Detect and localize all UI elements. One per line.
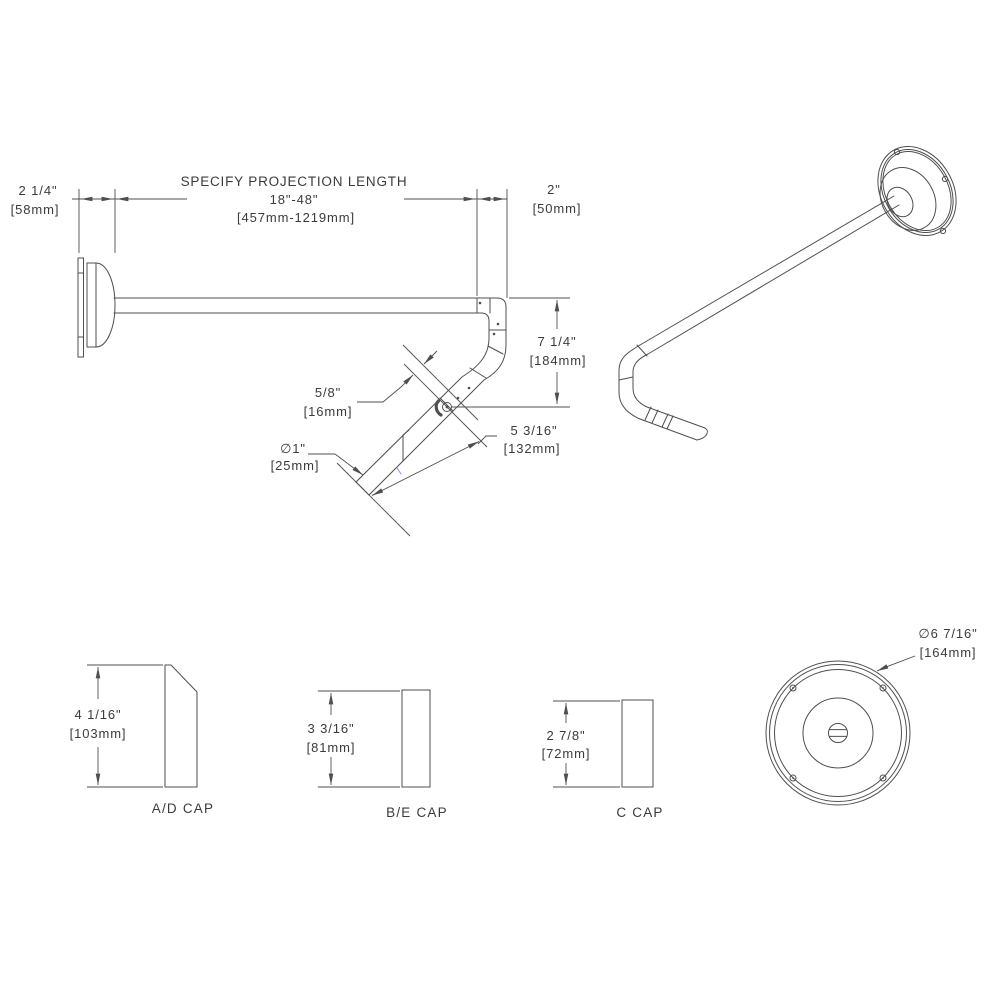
plate-screws-3d [893,148,949,235]
cap-ad-height-in: 4 1/16" [74,707,121,722]
cap-c-label: C CAP [616,805,663,820]
end-width-mm: [50mm] [533,201,582,216]
projection-note-line2: 18"-48" [270,192,319,207]
center-screw [828,723,848,743]
tube-diameter-in: ∅1" [280,441,306,456]
cap-c-height-in: 2 7/8" [547,728,586,743]
projection-note-line3: [457mm-1219mm] [237,210,355,225]
isometric-view [618,145,957,441]
screw-offset-in: 5/8" [315,385,341,400]
end-segment-mm: [132mm] [504,441,561,456]
back-view [765,660,911,806]
cap-c-shape [621,699,654,788]
arm-3d [618,195,900,441]
annotations: SPECIFY PROJECTION LENGTH 18"-48" [457mm… [11,174,977,820]
wall-plate-side [77,257,84,358]
dimension-lines [72,189,916,788]
back-diameter-mm: [164mm] [920,645,977,660]
wall-plate-3d [877,145,957,237]
tube-diameter-mm: [25mm] [271,458,320,473]
set-screw-dots [456,301,500,400]
cap-ad-height-mm: [103mm] [70,726,127,741]
cap-be-label: B/E CAP [386,805,448,820]
drop-in: 7 1/4" [538,334,577,349]
back-diameter-in: ∅6 7/16" [918,626,977,641]
screw-offset-mm: [16mm] [304,404,353,419]
plate-screws-back [789,684,887,782]
cap-profiles [164,664,654,788]
plate-depth-mm: [58mm] [11,202,60,217]
plate-depth-in: 2 1/4" [19,183,58,198]
canopy-dome-side [86,262,116,348]
end-segment-in: 5 3/16" [510,423,557,438]
cap-be-height-mm: [81mm] [307,740,356,755]
cap-be-height-in: 3 3/16" [307,721,354,736]
swivel-screw [434,399,452,417]
cap-ad-label: A/D CAP [152,801,214,816]
cap-c-height-mm: [72mm] [542,746,591,761]
artifact-mark [396,467,402,475]
cap-be-shape [401,689,431,788]
arm-tube [113,297,498,314]
cap-ad-shape [164,664,198,788]
projection-note-line1: SPECIFY PROJECTION LENGTH [181,174,408,189]
drop-mm: [184mm] [530,353,587,368]
end-width-in: 2" [547,182,561,197]
